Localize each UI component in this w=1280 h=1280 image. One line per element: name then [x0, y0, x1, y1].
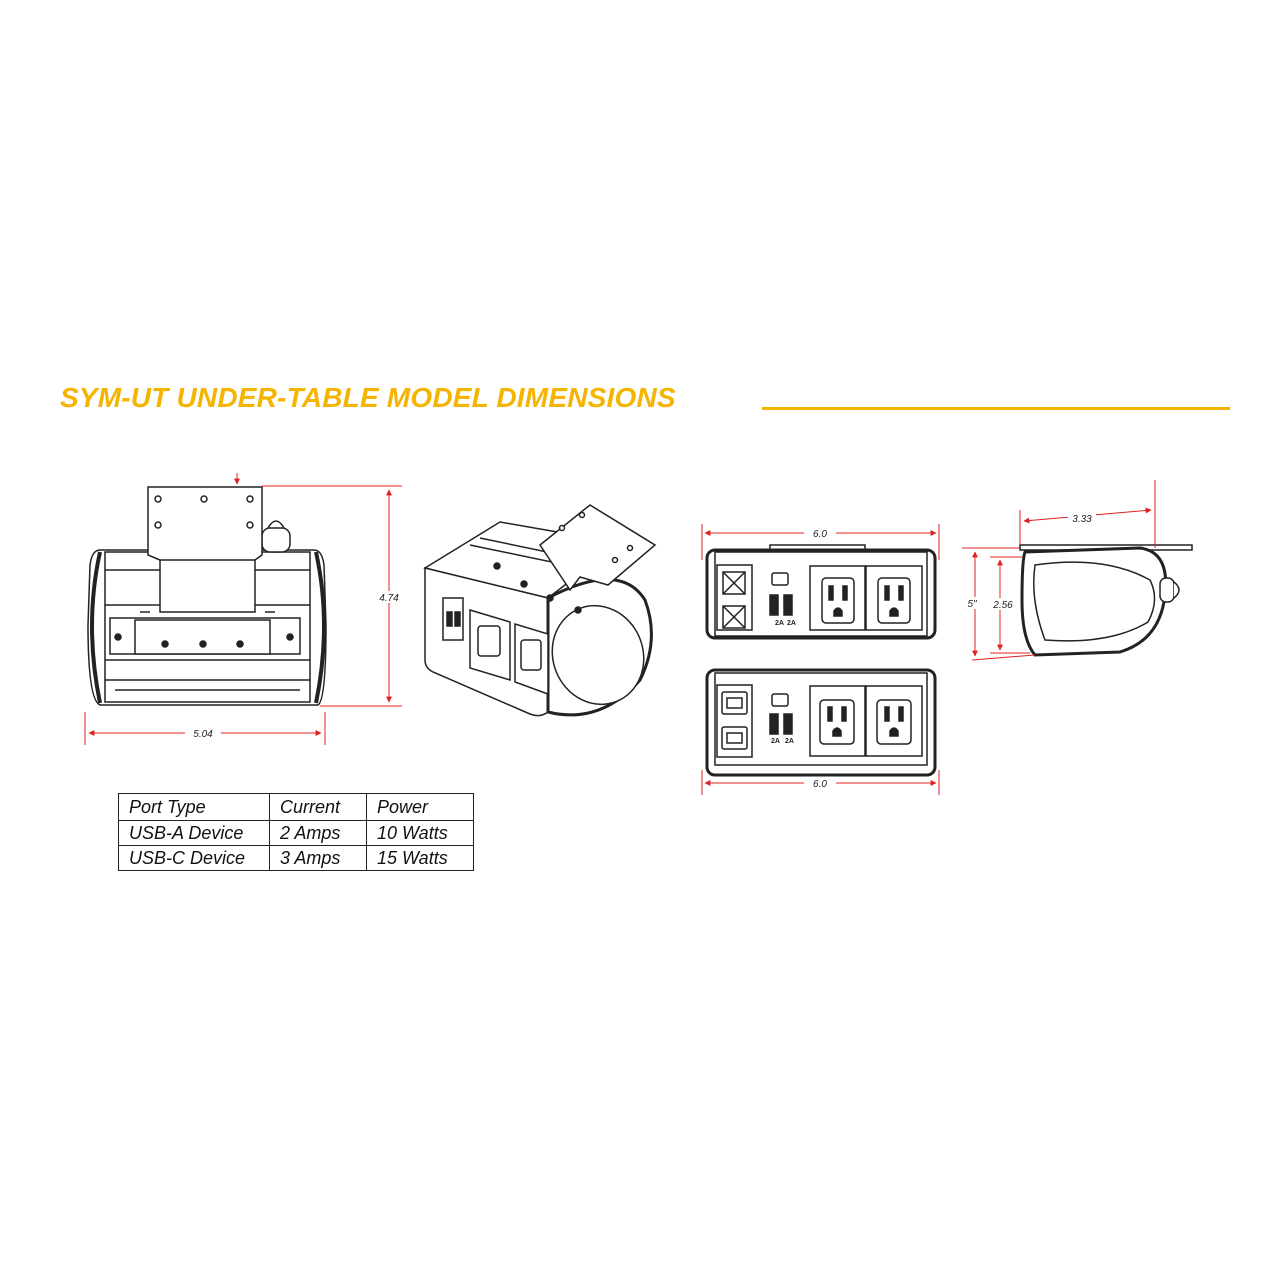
side-height-label: 5": [967, 599, 977, 610]
side-depth-label: 3.33: [1072, 514, 1092, 525]
port-spec-table: Port Type Current Power USB-A Device 2 A…: [118, 793, 474, 871]
side-view: [1019, 544, 1193, 657]
cell-power: 15 Watts: [366, 845, 474, 871]
isometric-view: [423, 504, 657, 717]
usb-label-a: 2A: [775, 620, 784, 627]
bottom-width-label: 6.0: [813, 779, 827, 790]
front-width-label: 5.04: [193, 729, 213, 740]
cell-current: 3 Amps: [269, 845, 367, 871]
table-header-row: Port Type Current Power: [118, 793, 474, 821]
title-underline: [762, 407, 1230, 410]
usb-label-c: 2A: [771, 738, 780, 745]
top-width-label: 6.0: [813, 529, 827, 540]
front-height-label: 4.74: [379, 593, 399, 604]
cell-port-type: USB-C Device: [118, 845, 270, 871]
bottom-panel-view: [705, 668, 937, 777]
usb-label-d: 2A: [785, 738, 794, 745]
header-power: Power: [366, 793, 474, 821]
cell-power: 10 Watts: [366, 820, 474, 846]
header-port-type: Port Type: [118, 793, 270, 821]
front-view: [87, 486, 327, 706]
cell-current: 2 Amps: [269, 820, 367, 846]
page-title: SYM-UT UNDER-TABLE MODEL DIMENSIONS: [60, 382, 676, 413]
table-row: USB-A Device 2 Amps 10 Watts: [118, 820, 474, 846]
table-row: USB-C Device 3 Amps 15 Watts: [118, 845, 474, 871]
header-current: Current: [269, 793, 367, 821]
side-inner-height-label: 2.56: [992, 600, 1013, 611]
top-panel-view: [705, 544, 937, 640]
cell-port-type: USB-A Device: [118, 820, 270, 846]
usb-label-b: 2A: [787, 620, 796, 627]
